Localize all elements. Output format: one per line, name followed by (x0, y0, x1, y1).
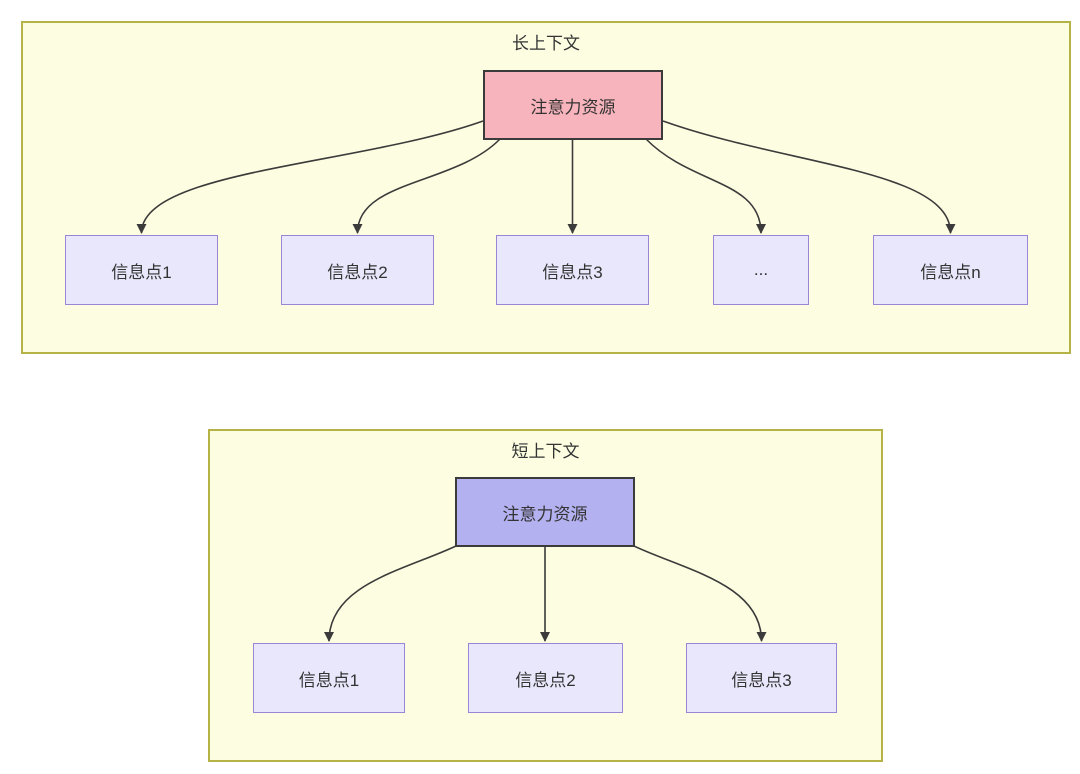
long-context-title: 长上下文 (512, 34, 580, 53)
short-info-box-1: 信息点1 (253, 643, 405, 713)
short-context-title: 短上下文 (511, 442, 580, 461)
long-info-box-3: 信息点3 (496, 235, 649, 305)
long-attention-resource-box: 注意力资源 (483, 70, 663, 140)
long-info-box-1: 信息点1 (65, 235, 218, 305)
short-info-box-3: 信息点3 (686, 643, 837, 713)
long-info-box-ellipsis: ... (713, 235, 809, 305)
short-info-box-2: 信息点2 (468, 643, 623, 713)
long-info-box-n: 信息点n (873, 235, 1028, 305)
long-info-box-2: 信息点2 (281, 235, 434, 305)
short-attention-resource-box: 注意力资源 (455, 477, 635, 547)
